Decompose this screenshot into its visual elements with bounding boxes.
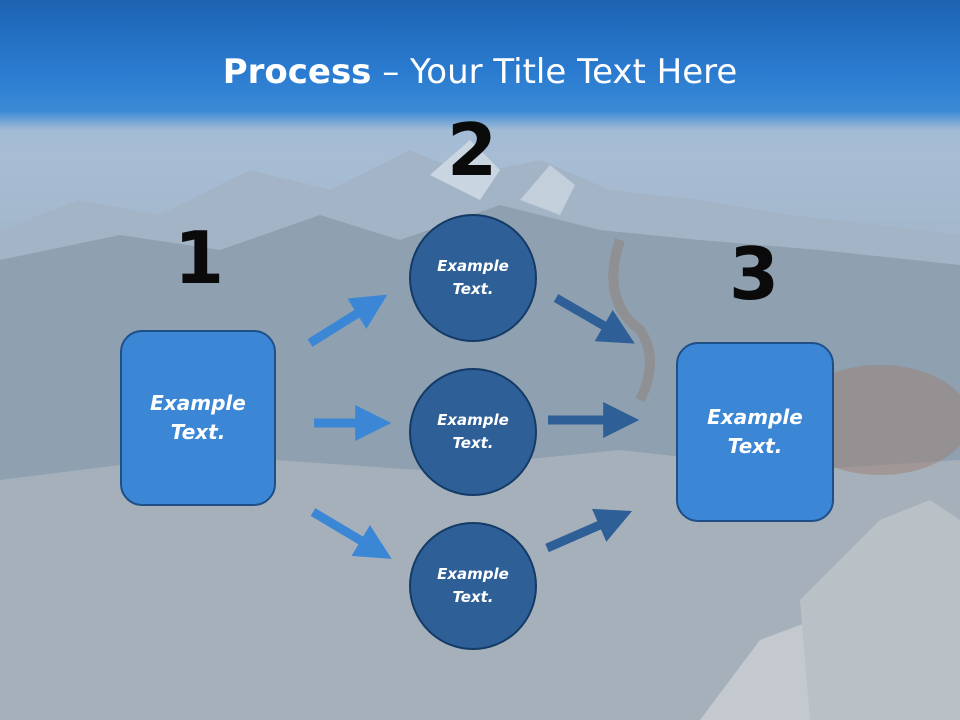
title-bar	[0, 0, 960, 130]
step-2-circle-middle: Example Text.	[409, 368, 537, 496]
title-rest: – Your Title Text Here	[371, 52, 738, 92]
step-2-circle-middle-label: Example Text.	[437, 411, 509, 452]
step-number-2: 2	[446, 108, 498, 192]
step-2-circle-top-label: Example Text.	[437, 257, 509, 298]
step-2-circle-top: Example Text.	[409, 214, 537, 342]
step-number-1: 1	[173, 216, 225, 300]
slide-title: Process – Your Title Text Here	[0, 52, 960, 92]
step-3-label: Example Text.	[707, 405, 803, 458]
step-number-3: 3	[728, 232, 780, 316]
step-2-circle-bottom: Example Text.	[409, 522, 537, 650]
step-3-box: Example Text.	[676, 342, 834, 522]
step-1-box: Example Text.	[120, 330, 276, 506]
title-bold: Process	[222, 52, 372, 92]
step-1-label: Example Text.	[150, 391, 246, 444]
step-2-circle-bottom-label: Example Text.	[437, 565, 509, 606]
